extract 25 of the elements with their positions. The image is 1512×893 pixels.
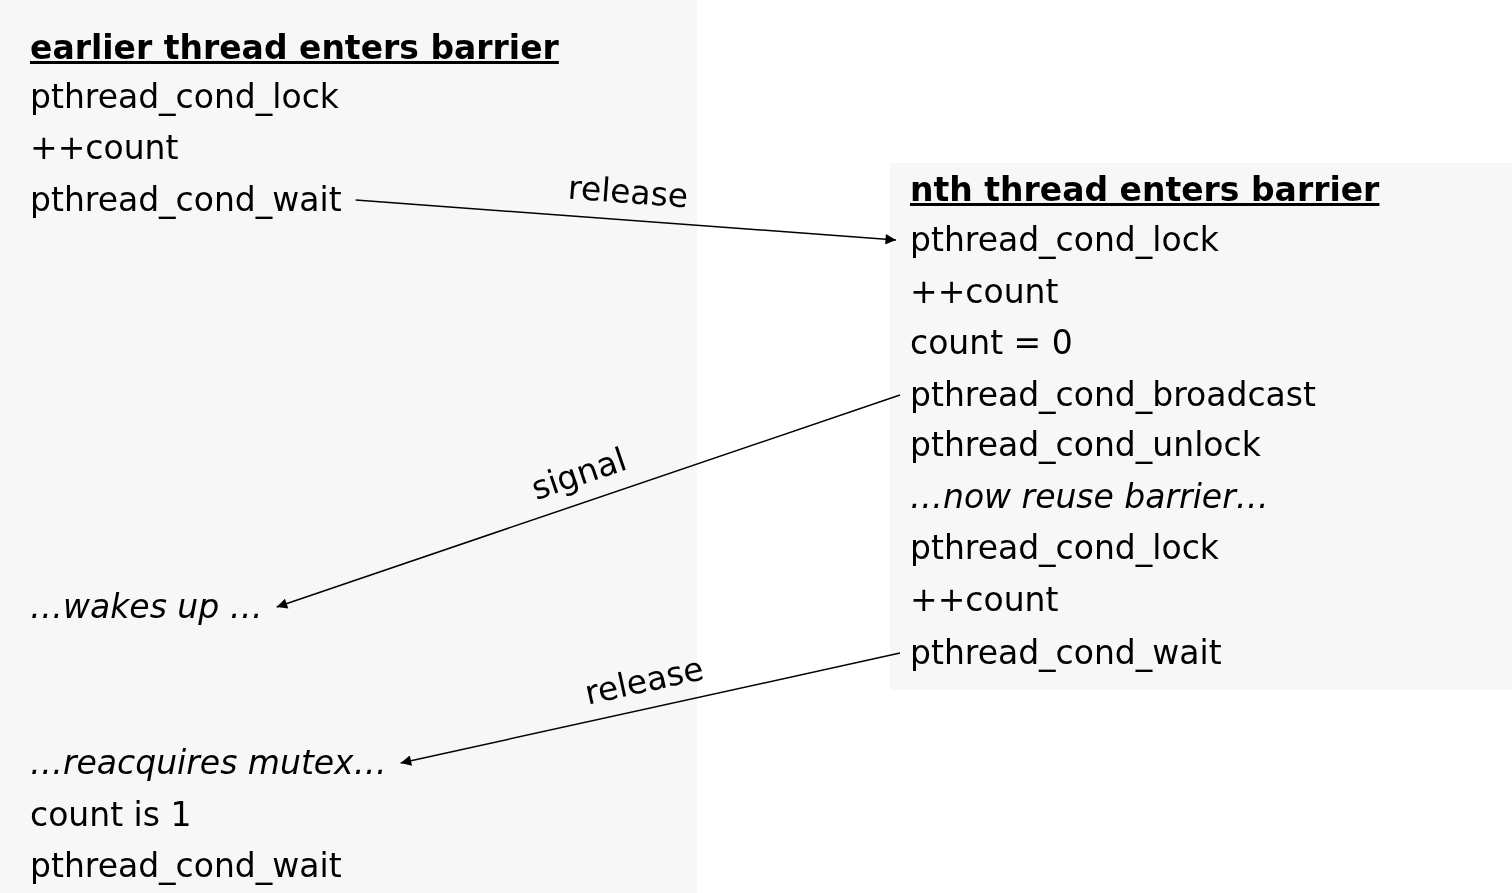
thread-panel (890, 163, 1512, 690)
code-line: pthread_cond_wait (30, 846, 342, 886)
code-line: count = 0 (910, 323, 1073, 363)
panel-heading: earlier thread enters barrier (30, 28, 559, 68)
code-line: ++count (910, 272, 1059, 312)
edge-label: release (565, 168, 691, 216)
code-line: pthread_cond_wait (910, 633, 1222, 673)
edge-label: signal (525, 440, 633, 509)
code-line: pthread_cond_wait (30, 180, 342, 220)
code-line: pthread_cond_lock (910, 528, 1219, 568)
edge-label: release (580, 648, 709, 713)
code-line: …reacquires mutex… (30, 743, 387, 783)
code-line: …now reuse barrier… (910, 477, 1269, 517)
code-line: pthread_cond_lock (910, 220, 1219, 260)
code-line: ++count (30, 128, 179, 168)
code-line: ++count (910, 580, 1059, 620)
arrow (275, 394, 901, 609)
arrow (354, 199, 897, 245)
code-line: …wakes up … (30, 587, 263, 627)
code-line: pthread_cond_unlock (910, 425, 1261, 465)
code-line: count is 1 (30, 795, 192, 835)
code-line: pthread_cond_broadcast (910, 375, 1316, 415)
panel-heading: nth thread enters barrier (910, 170, 1380, 210)
arrow (399, 652, 901, 766)
code-line: pthread_cond_lock (30, 77, 339, 117)
